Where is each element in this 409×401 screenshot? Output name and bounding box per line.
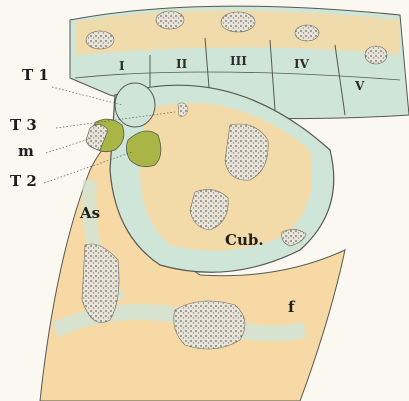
label-cuboid: Cub. (225, 233, 264, 248)
label-roman-5: V (355, 80, 364, 92)
label-roman-4: IV (294, 58, 309, 70)
label-roman-3: III (230, 55, 247, 67)
label-t1: T 1 (22, 68, 49, 83)
label-t3: T 3 (10, 118, 37, 133)
label-roman-2: II (176, 58, 187, 70)
label-roman-1: I (119, 60, 125, 72)
label-astragalus: As (80, 206, 100, 221)
label-t2: T 2 (10, 174, 37, 189)
label-fibula: f (288, 300, 294, 315)
label-m: m (18, 144, 34, 159)
